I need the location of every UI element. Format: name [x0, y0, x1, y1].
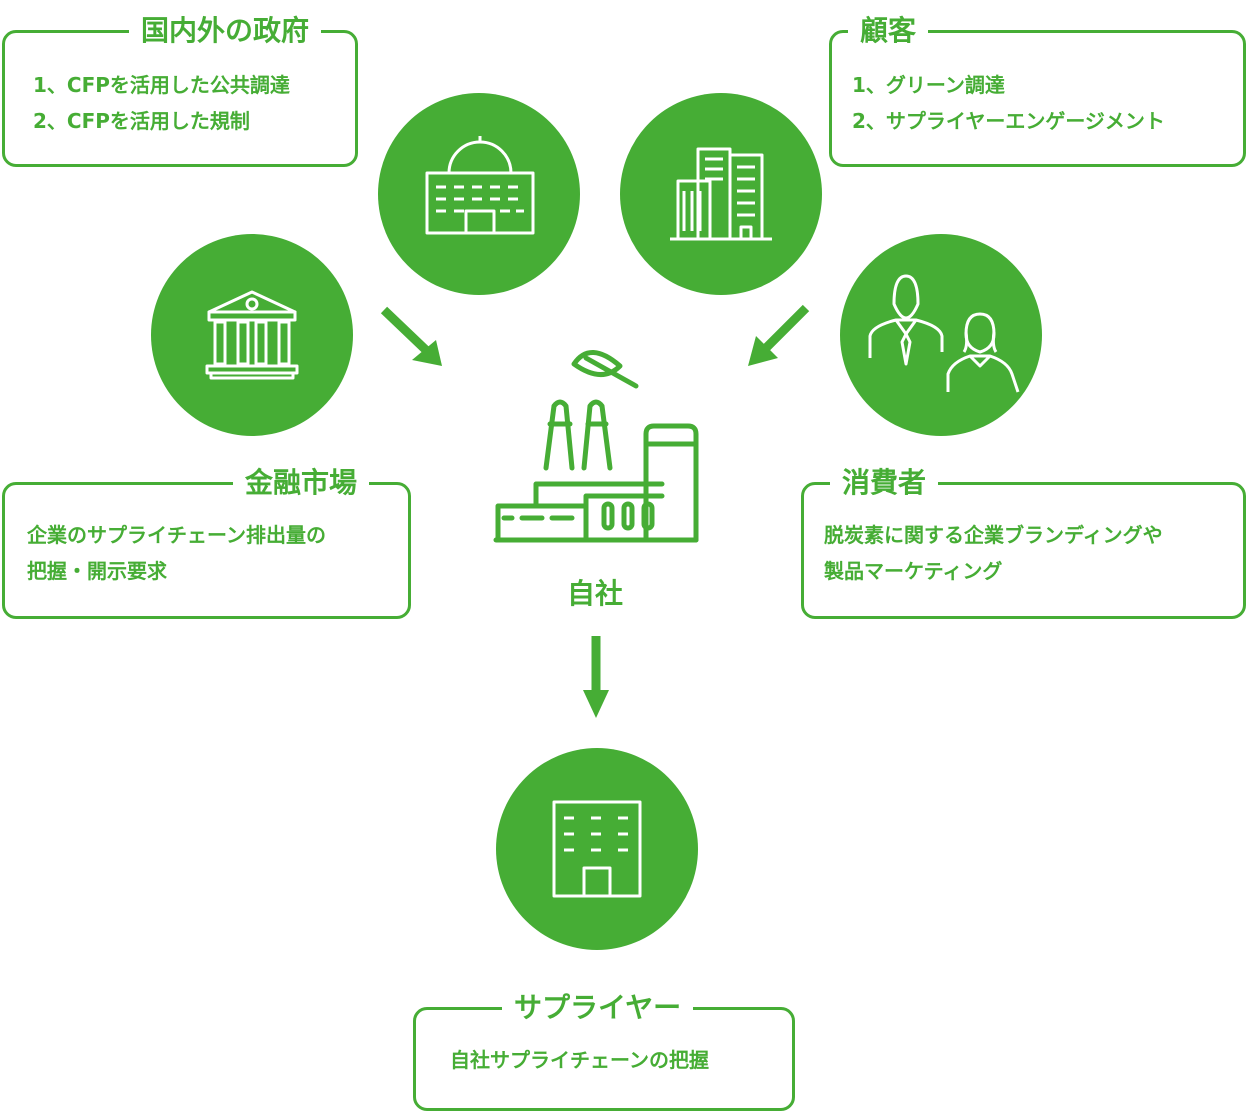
- government-title: 国内外の政府: [129, 11, 322, 51]
- financial-markets-line-2: 把握・開示要求: [27, 559, 167, 583]
- office-buildings-icon: [670, 147, 772, 241]
- supplier-title: サプライヤー: [502, 988, 694, 1028]
- company-label: 自社: [567, 577, 624, 610]
- consumers-line-2: 製品マーケティング: [824, 559, 1003, 583]
- financial-markets-box: 金融市場 企業のサプライチェーン排出量の 把握・開示要求: [2, 463, 411, 619]
- government-circle: [378, 93, 580, 295]
- people-icon: [868, 274, 1020, 393]
- government-line-1: 1、CFPを活用した公共調達: [33, 73, 290, 97]
- consumers-circle: [840, 234, 1042, 436]
- consumers-box: 消費者 脱炭素に関する企業ブランディングや 製品マーケティング: [801, 463, 1246, 619]
- supplier-line-1: 自社サプライチェーンの把握: [450, 1048, 709, 1072]
- bank-icon: [205, 290, 299, 380]
- capitol-building-icon: [425, 136, 535, 235]
- financial-markets-circle: [151, 234, 353, 436]
- customers-title: 顧客: [848, 11, 929, 51]
- supplier-circle: [496, 748, 698, 950]
- supplier-building-icon: [552, 800, 642, 898]
- financial-markets-line-1: 企業のサプライチェーン排出量の: [27, 523, 326, 547]
- consumers-title: 消費者: [830, 463, 939, 503]
- consumers-line-1: 脱炭素に関する企業ブランディングや: [824, 523, 1163, 547]
- financial-markets-title: 金融市場: [233, 463, 370, 503]
- government-box: 国内外の政府 1、CFPを活用した公共調達 2、CFPを活用した規制: [2, 11, 358, 167]
- factory-leaf-icon: [493, 350, 699, 543]
- customers-line-1: 1、グリーン調達: [852, 73, 1005, 97]
- customers-line-2: 2、サプライヤーエンゲージメント: [852, 109, 1165, 133]
- government-line-2: 2、CFPを活用した規制: [33, 109, 250, 133]
- supplier-box: サプライヤー 自社サプライチェーンの把握: [413, 988, 795, 1111]
- customers-box: 顧客 1、グリーン調達 2、サプライヤーエンゲージメント: [829, 11, 1246, 167]
- customers-circle: [620, 93, 822, 295]
